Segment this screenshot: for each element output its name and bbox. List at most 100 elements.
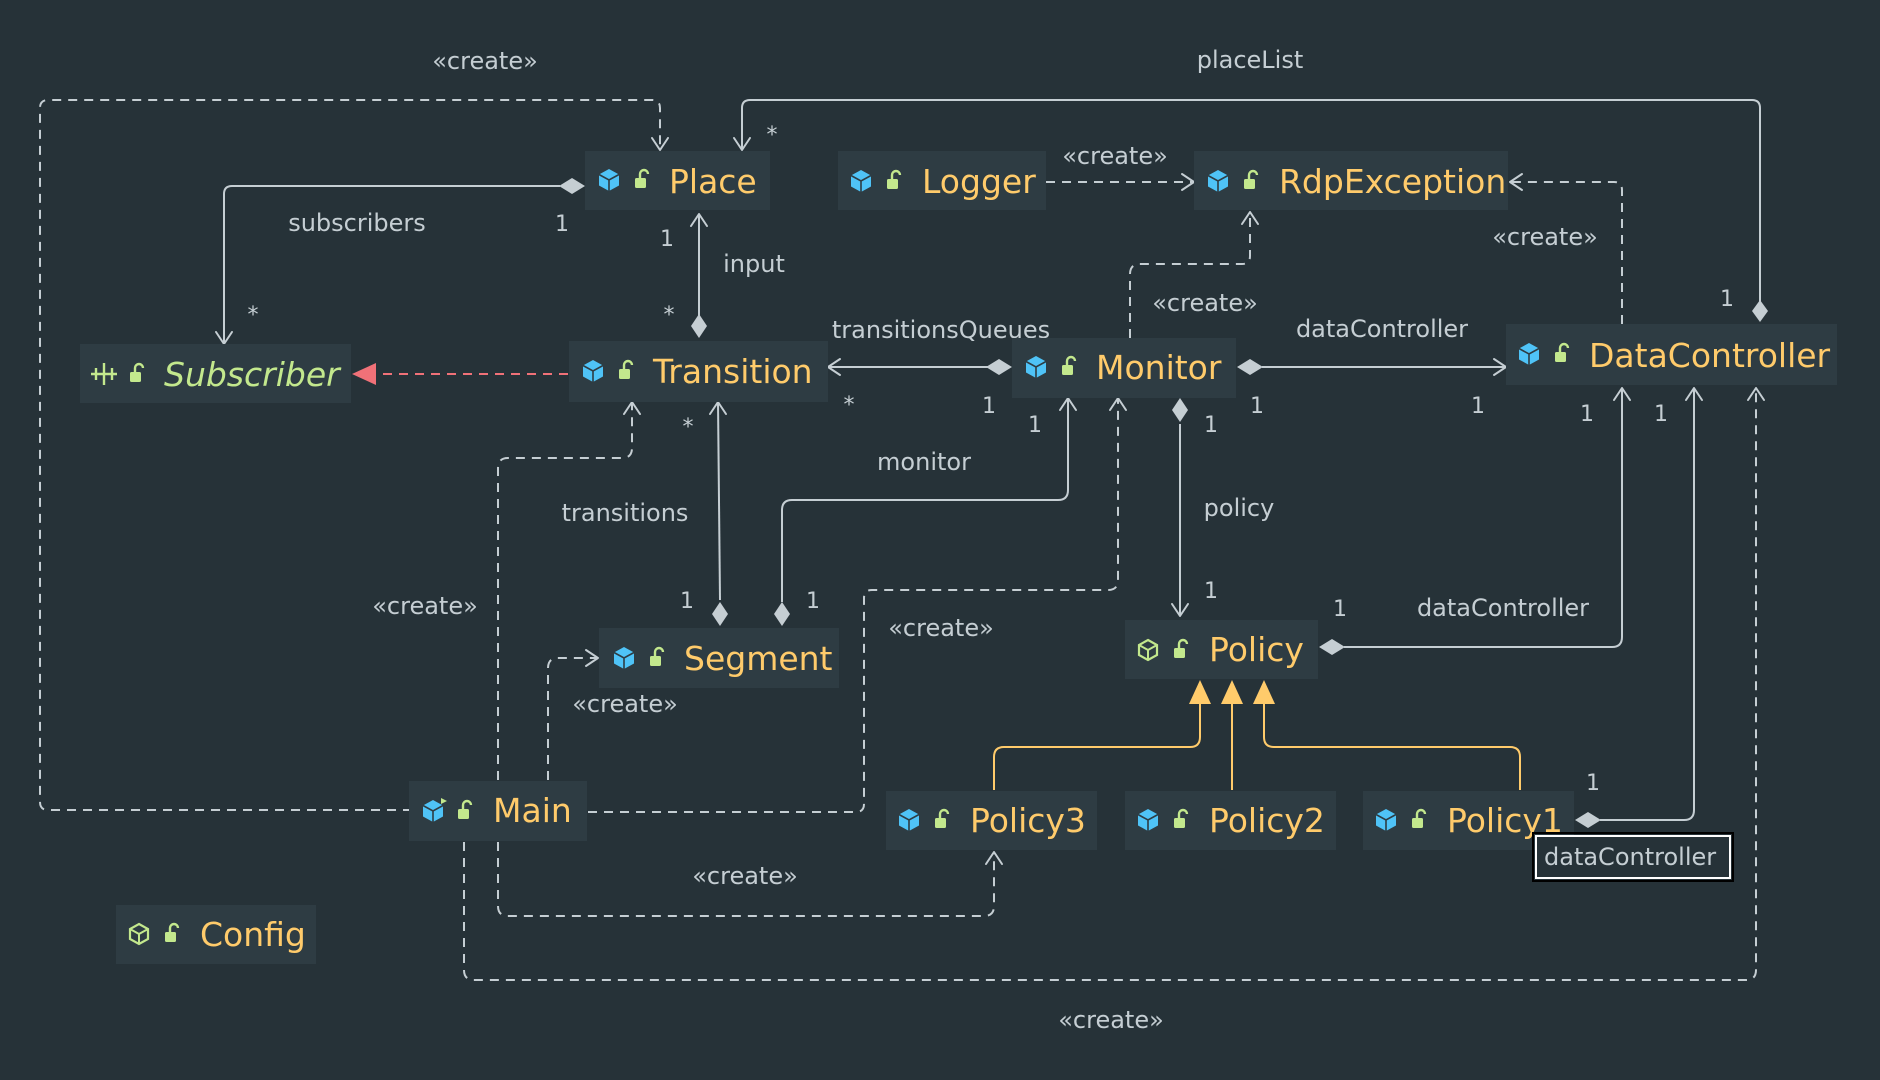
label-monitor: monitor — [877, 448, 971, 476]
edge-main-datacontroller-create — [463, 388, 1757, 981]
arrowhead — [651, 137, 669, 151]
label-create: «create» — [372, 592, 478, 620]
class-name: RdpException — [1279, 162, 1506, 201]
generalization-arrowhead — [1189, 680, 1211, 704]
arrowhead — [1241, 211, 1259, 225]
multiplicity: 1 — [806, 589, 820, 614]
edge-main-policy3-create — [497, 842, 995, 917]
edge-main-segment-create — [547, 657, 598, 780]
label-create: «create» — [1152, 289, 1258, 317]
realization-arrowhead — [352, 363, 376, 385]
generalization-arrowhead — [1253, 680, 1275, 704]
edge-place-subscriber — [223, 185, 560, 344]
multiplicity: 1 — [1204, 413, 1218, 438]
composition-diamond — [1172, 398, 1188, 422]
class-name: Place — [669, 162, 757, 201]
interface-subscriber[interactable]: Subscriber — [80, 344, 351, 403]
label-subscribers: subscribers — [288, 209, 426, 237]
arrowhead — [1613, 387, 1631, 401]
edge-datacontroller-rdpexception-create — [1510, 181, 1623, 324]
label-create: «create» — [432, 47, 538, 75]
edge-policy1-datacontroller — [1600, 388, 1695, 821]
composition-diamond — [1575, 812, 1601, 828]
class-logger[interactable]: Logger — [838, 151, 1046, 210]
class-rdpexception[interactable]: RdpException — [1194, 151, 1508, 210]
class-name: Policy1 — [1447, 801, 1563, 840]
multiplicity: * — [248, 303, 259, 328]
class-datacontroller[interactable]: DataController — [1506, 324, 1837, 385]
edge-main-monitor-create — [588, 398, 1119, 813]
class-main[interactable]: Main — [409, 781, 587, 841]
class-segment[interactable]: Segment — [599, 628, 839, 688]
arrowhead — [1685, 387, 1703, 401]
multiplicity: 1 — [1580, 402, 1594, 427]
label-input: input — [723, 250, 785, 278]
label-create: «create» — [1058, 1006, 1164, 1034]
abstract-class-config[interactable]: Config — [116, 905, 316, 964]
composition-diamond — [712, 602, 728, 626]
class-place[interactable]: Place — [585, 151, 770, 210]
class-name: Logger — [922, 162, 1036, 201]
edge-policy-datacontroller — [1344, 388, 1623, 648]
arrowhead — [733, 137, 751, 151]
multiplicity: 1 — [1333, 597, 1347, 622]
composition-diamond — [559, 178, 585, 194]
class-name: Monitor — [1096, 348, 1222, 387]
multiplicity: 1 — [660, 227, 674, 252]
abstract-class-policy[interactable]: Policy — [1125, 620, 1318, 679]
edge-main-place-create — [39, 99, 661, 811]
label-create: «create» — [572, 690, 678, 718]
composition-diamond — [1752, 300, 1768, 322]
multiplicity: 1 — [1654, 402, 1668, 427]
label-create: «create» — [692, 862, 798, 890]
class-transition[interactable]: Transition — [569, 341, 828, 402]
class-name: Policy2 — [1209, 801, 1325, 840]
arrowhead — [1181, 173, 1195, 191]
edge-segment-transition — [717, 401, 721, 601]
multiplicity: * — [844, 393, 855, 418]
multiplicity: 1 — [982, 394, 996, 419]
label-policy: policy — [1204, 494, 1275, 522]
multiplicity: 1 — [680, 589, 694, 614]
multiplicity: * — [767, 123, 778, 148]
interface-icon — [91, 363, 117, 385]
multiplicity: 1 — [555, 212, 569, 237]
class-name: Policy — [1209, 630, 1304, 669]
class-name: Segment — [684, 639, 833, 678]
edge-policy1-policy-generalization — [1263, 704, 1521, 790]
composition-diamond — [774, 602, 790, 626]
arrowhead — [1171, 603, 1189, 617]
multiplicity: * — [664, 303, 675, 328]
arrowhead — [1109, 397, 1127, 411]
edge-monitor-rdpexception-create — [1129, 212, 1251, 338]
composition-diamond — [691, 314, 707, 338]
class-policy3[interactable]: Policy3 — [886, 791, 1097, 850]
class-monitor[interactable]: Monitor — [1012, 338, 1236, 398]
composition-diamond — [986, 359, 1012, 375]
label-create: «create» — [1062, 142, 1168, 170]
arrowhead — [1509, 173, 1523, 191]
arrowhead — [1747, 387, 1765, 401]
label-create: «create» — [888, 614, 994, 642]
label-data-controller: dataController — [1296, 315, 1468, 343]
arrowhead — [690, 213, 708, 227]
multiplicity: 1 — [1471, 394, 1485, 419]
tooltip-text: dataController — [1544, 843, 1716, 871]
multiplicity: 1 — [1204, 579, 1218, 604]
class-policy2[interactable]: Policy2 — [1125, 791, 1336, 850]
multiplicity: 1 — [1720, 287, 1734, 312]
multiplicity: 1 — [1586, 771, 1600, 796]
class-name: Policy3 — [970, 801, 1086, 840]
generalization-arrowhead — [1221, 680, 1243, 704]
edge-main-transition-create — [497, 402, 633, 780]
main-class-icon — [422, 798, 447, 823]
composition-diamond — [1319, 639, 1345, 655]
edge-datacontroller-place-placelist — [741, 99, 1761, 310]
label-create: «create» — [1492, 223, 1598, 251]
edge-segment-monitor — [781, 398, 1069, 602]
class-name: Transition — [652, 352, 813, 391]
edge-policy3-policy-generalization — [993, 704, 1201, 790]
hover-tooltip: dataController — [1532, 832, 1734, 882]
class-name: DataController — [1589, 336, 1831, 375]
